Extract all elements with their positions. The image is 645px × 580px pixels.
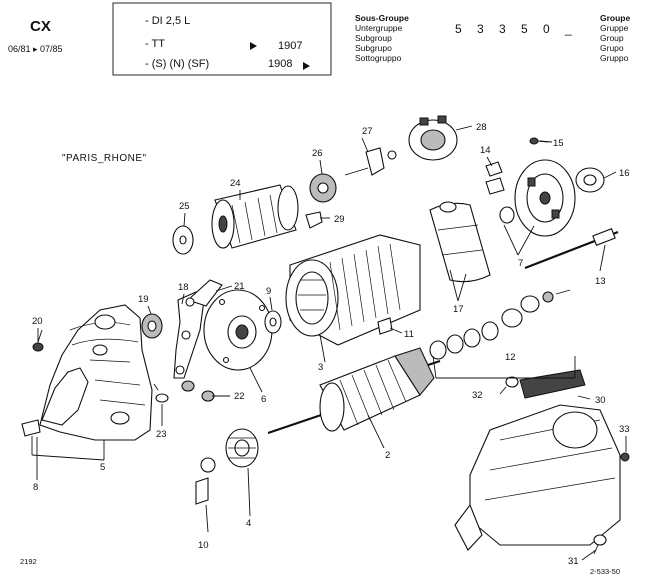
- field-frame: [285, 234, 421, 346]
- group-label-de: Gruppe: [600, 23, 629, 33]
- screw-20: [32, 328, 44, 352]
- variant-box: [112, 2, 332, 76]
- shift-fork: [173, 279, 223, 379]
- callout-31: 31: [568, 556, 579, 567]
- callout-9: 9: [266, 286, 271, 297]
- leader-lines: [31, 125, 627, 561]
- subgroup-label-it: Sottogruppo: [355, 53, 402, 63]
- callout-13: 13: [595, 276, 606, 287]
- callout-10: 10: [198, 540, 209, 551]
- callout-21: 21: [234, 281, 245, 292]
- terminal-cover: [408, 115, 458, 161]
- variant-tt-label: - TT: [145, 38, 165, 50]
- end-cap: [575, 167, 605, 193]
- subgroup-label-es: Subgrupo: [355, 43, 392, 53]
- callout-25: 25: [179, 201, 190, 212]
- figure-reference: 2-533-50: [590, 567, 620, 576]
- drive-pinion: [225, 428, 259, 468]
- bracket-27: [344, 147, 397, 176]
- callout-27: 27: [362, 126, 373, 137]
- group-code: 5 3 3 5 0 _: [455, 22, 578, 36]
- callout-11: 11: [404, 329, 414, 340]
- callout-7: 7: [518, 258, 523, 269]
- bearing-bush-9: [264, 310, 282, 334]
- arrow-right-icon: [250, 42, 257, 50]
- washer-stack: [429, 289, 571, 360]
- model-title: CX: [30, 18, 51, 35]
- callout-33: 33: [619, 424, 630, 435]
- callout-20: 20: [32, 316, 43, 327]
- callout-23: 23: [156, 429, 167, 440]
- callout-17: 17: [453, 304, 464, 315]
- callout-8: 8: [33, 482, 38, 493]
- variant-s-label: - (S) (N) (SF): [145, 58, 209, 70]
- brush-springs: [485, 161, 505, 195]
- callout-5: 5: [100, 462, 105, 473]
- callout-30: 30: [595, 395, 606, 406]
- bushes-22: [181, 380, 215, 402]
- through-bolt: [524, 228, 619, 270]
- callout-16: 16: [619, 168, 630, 179]
- washer-26: [309, 173, 337, 203]
- date-range: 06/81 ▸ 07/85: [8, 44, 63, 54]
- bush-7: [499, 206, 515, 224]
- manufacturer-caption: "PARIS_RHONE": [62, 153, 147, 164]
- variant-tt-ref: 1907: [278, 40, 302, 52]
- bolt-23: [153, 383, 169, 403]
- intermediate-plate: [203, 289, 273, 371]
- group-label-it: Gruppo: [600, 53, 629, 63]
- callout-29: 29: [334, 214, 345, 225]
- group-label-es: Grupo: [600, 43, 624, 53]
- clip-29: [305, 211, 323, 229]
- pivot-bush: [141, 313, 163, 339]
- subgroup-label-fr: Sous-Groupe: [355, 13, 409, 23]
- solenoid: [211, 184, 299, 249]
- subgroup-label-en: Subgroup: [355, 33, 392, 43]
- callout-2: 2: [385, 450, 390, 461]
- callout-28: 28: [476, 122, 487, 133]
- callout-3: 3: [318, 362, 323, 373]
- callout-19: 19: [138, 294, 149, 305]
- stop-ring: [195, 457, 216, 505]
- bolt-32: [505, 376, 519, 388]
- callout-32: 32: [472, 390, 483, 401]
- drive-end-housing: [21, 304, 153, 441]
- callout-26: 26: [312, 148, 323, 159]
- callout-4: 4: [246, 518, 251, 529]
- armature: [267, 347, 441, 435]
- callout-6: 6: [261, 394, 266, 405]
- commutator-end-bracket: [514, 159, 576, 237]
- screw-15: [529, 137, 549, 145]
- header: CX 06/81 ▸ 07/85 - DI 2,5 L - TT 1907 - …: [8, 2, 630, 76]
- callout-18: 18: [178, 282, 189, 293]
- callout-22: 22: [234, 391, 245, 402]
- group-label-fr: Groupe: [600, 13, 630, 23]
- engine-label: - DI 2,5 L: [145, 15, 190, 27]
- callout-numbers: 2 3 4 5 6 7 8 9 10 11 12 13 14 15 16 17 …: [32, 122, 630, 567]
- subgroup-label-de: Untergruppe: [355, 23, 403, 33]
- cover-band: [429, 201, 491, 283]
- callout-14: 14: [480, 145, 491, 156]
- callout-24: 24: [230, 178, 241, 189]
- bolt-31: [593, 534, 607, 555]
- callout-15: 15: [553, 138, 564, 149]
- page-code: 2192: [20, 557, 37, 566]
- arrow-right-icon: [303, 62, 310, 70]
- solenoid-cap: [172, 225, 194, 255]
- callout-12: 12: [505, 352, 516, 363]
- nut-33: [620, 452, 630, 462]
- variant-s-ref: 1908: [268, 58, 292, 70]
- group-label-en: Group: [600, 33, 624, 43]
- assembled-starter: [454, 369, 621, 551]
- brush-holder-11: [377, 317, 393, 335]
